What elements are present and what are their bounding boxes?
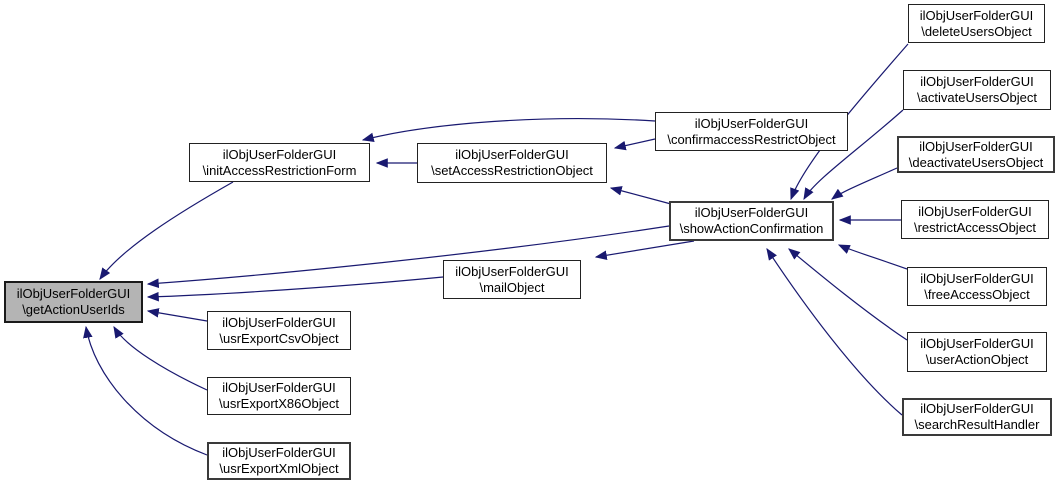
node-label-line1: ilObjUserFolderGUI: [222, 380, 336, 395]
node-label-line1: ilObjUserFolderGUI: [16, 286, 131, 301]
node-setAccessRestrictionObject[interactable]: ilObjUserFolderGUI \setAccessRestriction…: [417, 143, 607, 183]
node-label-line2: \deactivateUsersObject: [908, 154, 1044, 170]
edge-usrExportXmlObject-to-getActionUserIds: [83, 325, 208, 456]
node-activateUsersObject[interactable]: ilObjUserFolderGUI \activateUsersObject: [903, 70, 1051, 110]
edge-showActionConfirmation-to-mailObject: [594, 240, 695, 260]
node-label-line2: \activateUsersObject: [917, 90, 1037, 105]
node-usrExportX86Object[interactable]: ilObjUserFolderGUI \usrExportX86Object: [207, 377, 351, 415]
edge-activateUsersObject-to-showActionConfirmation: [803, 109, 904, 201]
node-label-line1: ilObjUserFolderGUI: [920, 336, 1034, 351]
node-label-line1: ilObjUserFolderGUI: [222, 314, 336, 330]
node-label-line2: \getActionUserIds: [22, 302, 125, 317]
edge-confirmaccessRestrictObject-to-initAccessRestrictionForm: [361, 118, 656, 142]
node-initAccessRestrictionForm[interactable]: ilObjUserFolderGUI \initAccessRestrictio…: [189, 143, 370, 182]
node-deleteUsersObject[interactable]: ilObjUserFolderGUI \deleteUsersObject: [908, 4, 1045, 43]
node-label-line2: \searchResultHandler: [914, 417, 1040, 432]
edge-usrExportX86Object-to-getActionUserIds: [113, 325, 208, 391]
node-deactivateUsersObject[interactable]: ilObjUserFolderGUI \deactivateUsersObjec…: [897, 136, 1055, 173]
edge-showActionConfirmation-to-setAccessRestrictionObject: [609, 186, 672, 205]
node-restrictAccessObject[interactable]: ilObjUserFolderGUI \restrictAccessObject: [901, 200, 1049, 239]
node-usrExportXmlObject[interactable]: ilObjUserFolderGUI \usrExportXmlObject: [207, 442, 351, 480]
node-label-line2: \setAccessRestrictionObject: [431, 163, 593, 178]
node-label-line2: \userActionObject: [925, 352, 1029, 367]
node-label-line2: \freeAccessObject: [924, 286, 1030, 302]
node-freeAccessObject[interactable]: ilObjUserFolderGUI \freeAccessObject: [907, 267, 1047, 306]
node-label-line1: ilObjUserFolderGUI: [920, 74, 1034, 89]
node-label-line2: \confirmaccessRestrictObject: [667, 131, 836, 147]
node-label-line2: \deleteUsersObject: [921, 23, 1032, 39]
node-showActionConfirmation[interactable]: ilObjUserFolderGUI \showActionConfirmati…: [669, 201, 834, 241]
node-label-line2: \showActionConfirmation: [679, 221, 824, 236]
node-label-line1: ilObjUserFolderGUI: [918, 203, 1032, 219]
node-label-line1: ilObjUserFolderGUI: [694, 205, 809, 220]
node-usrExportCsvObject[interactable]: ilObjUserFolderGUI \usrExportCsvObject: [207, 311, 351, 350]
node-label-line1: ilObjUserFolderGUI: [920, 401, 1034, 416]
edge-showActionConfirmation-to-getActionUserIds: [146, 225, 670, 289]
node-mailObject[interactable]: ilObjUserFolderGUI \mailObject: [443, 260, 581, 299]
node-label-line2: \usrExportXmlObject: [219, 461, 339, 476]
node-label-line2: \initAccessRestrictionForm: [202, 162, 357, 178]
node-label-line1: ilObjUserFolderGUI: [222, 146, 337, 162]
node-label-line2: \usrExportCsvObject: [219, 330, 339, 346]
node-userActionObject[interactable]: ilObjUserFolderGUI \userActionObject: [907, 332, 1047, 372]
edge-freeAccessObject-to-showActionConfirmation: [837, 244, 908, 270]
node-label-line1: ilObjUserFolderGUI: [919, 138, 1033, 154]
edge-initAccessRestrictionForm-to-getActionUserIds: [99, 181, 234, 280]
node-label-line2: \usrExportX86Object: [219, 396, 339, 411]
node-label-line1: ilObjUserFolderGUI: [920, 270, 1034, 286]
node-label-line1: ilObjUserFolderGUI: [455, 147, 569, 162]
node-label-line1: ilObjUserFolderGUI: [919, 7, 1034, 23]
node-label-line2: \restrictAccessObject: [913, 219, 1037, 235]
edge-mailObject-to-getActionUserIds: [146, 276, 444, 302]
edge-usrExportCsvObject-to-getActionUserIds: [146, 308, 208, 322]
node-searchResultHandler[interactable]: ilObjUserFolderGUI \searchResultHandler: [902, 398, 1052, 436]
edge-deactivateUsersObject-to-showActionConfirmation: [831, 167, 898, 200]
edge-userActionObject-to-showActionConfirmation: [788, 248, 908, 341]
edge-confirmaccessRestrictObject-to-setAccessRestrictionObject: [613, 138, 656, 151]
edge-searchResultHandler-to-showActionConfirmation: [766, 247, 903, 416]
node-confirmaccessRestrictObject[interactable]: ilObjUserFolderGUI \confirmaccessRestric…: [655, 112, 848, 151]
node-getActionUserIds: ilObjUserFolderGUI \getActionUserIds: [4, 281, 143, 323]
node-label-line2: \mailObject: [479, 279, 545, 295]
node-label-line1: ilObjUserFolderGUI: [694, 115, 809, 131]
node-label-line1: ilObjUserFolderGUI: [455, 263, 569, 279]
node-label-line1: ilObjUserFolderGUI: [222, 445, 336, 460]
